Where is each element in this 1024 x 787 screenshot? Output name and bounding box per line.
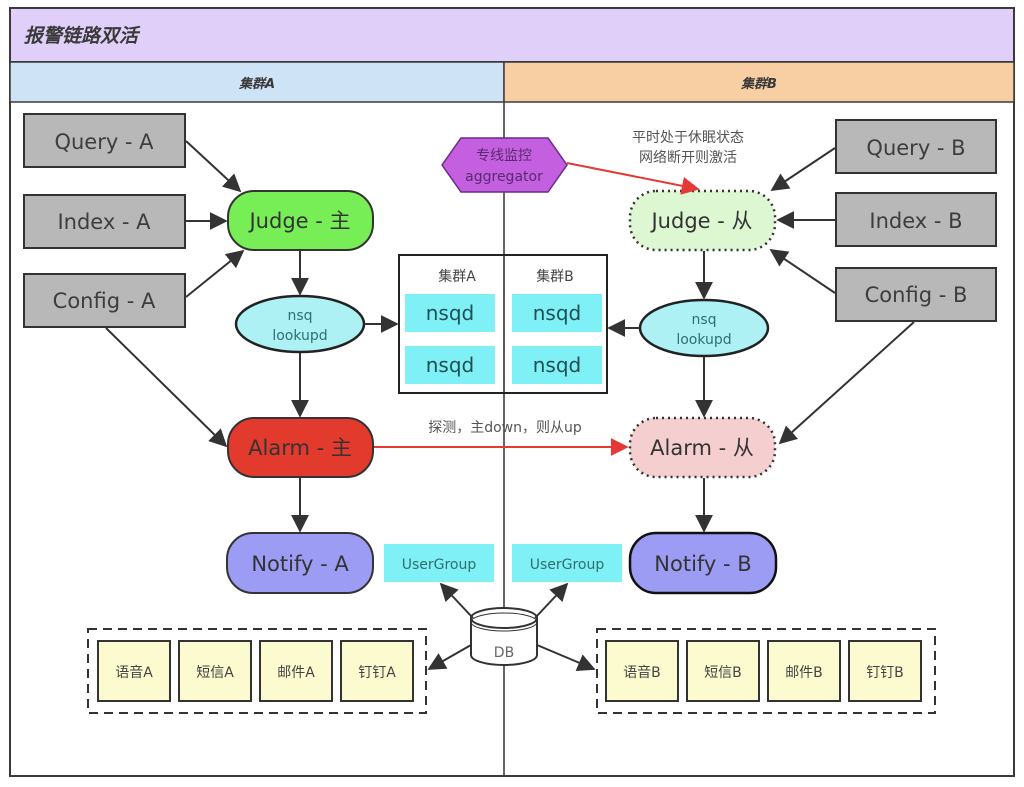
index-a-box[interactable] bbox=[23, 194, 186, 249]
channel-box-b-1[interactable] bbox=[686, 640, 760, 702]
lookupd-b-line1: nsq bbox=[691, 312, 716, 328]
channel-label-a-0: 语音A bbox=[115, 664, 153, 681]
arrow-query-a-judge bbox=[185, 140, 242, 193]
alarm-standby-node[interactable] bbox=[628, 416, 777, 479]
channel-box-a-0[interactable] bbox=[97, 640, 171, 702]
usergroup-a-label: UserGroup bbox=[402, 557, 477, 573]
aggregator-line2: aggregator bbox=[465, 169, 543, 185]
judge-main-label: Judge - 主 bbox=[247, 209, 350, 233]
arrow-db-usergroup-b bbox=[534, 582, 569, 619]
index-a-label: Index - A bbox=[57, 210, 151, 234]
alarm-standby-label: Alarm - 从 bbox=[650, 436, 754, 460]
channel-box-b-2[interactable] bbox=[767, 640, 841, 702]
lane-header-b bbox=[503, 61, 1015, 103]
nsqd-cluster-box: 集群A 集群B nsqd nsqd nsqd nsqd bbox=[398, 254, 608, 394]
judge-standby-label: Judge - 从 bbox=[649, 209, 752, 233]
channel-label-a-1: 短信A bbox=[196, 665, 234, 681]
nsqd-b-2-label: nsqd bbox=[533, 353, 582, 377]
index-b-box[interactable] bbox=[835, 192, 997, 247]
alarm-main-node[interactable] bbox=[227, 417, 374, 478]
nsqd-header-a: 集群A bbox=[438, 268, 476, 285]
nsqd-a-2[interactable] bbox=[405, 346, 495, 384]
diagram-title: 报警链路双活 bbox=[24, 25, 141, 47]
config-b-label: Config - B bbox=[865, 283, 968, 307]
nsqd-a-1[interactable] bbox=[405, 294, 495, 332]
channel-label-a-2: 邮件A bbox=[277, 665, 315, 681]
channel-box-a-3[interactable] bbox=[340, 640, 414, 702]
usergroup-b-label: UserGroup bbox=[530, 557, 605, 573]
arrow-config-b-judge bbox=[769, 248, 836, 294]
aggregator-node[interactable] bbox=[441, 137, 568, 193]
aggregator-line1: 专线监控 bbox=[476, 148, 532, 164]
usergroup-b[interactable] bbox=[512, 544, 622, 582]
alarm-main-label: Alarm - 主 bbox=[248, 436, 352, 460]
standby-note-line2: 网络断开则激活 bbox=[639, 149, 737, 166]
arrow-db-channels-b bbox=[536, 644, 596, 672]
connectors bbox=[105, 140, 915, 672]
db-label: DB bbox=[494, 645, 514, 661]
channel-label-b-1: 短信B bbox=[704, 665, 742, 681]
nsq-lookupd-b[interactable] bbox=[638, 298, 770, 358]
query-b-box[interactable] bbox=[835, 119, 997, 174]
title-bar bbox=[9, 7, 1015, 63]
channel-label-b-3: 钉钉B bbox=[866, 665, 904, 681]
arrow-config-a-alarm bbox=[105, 327, 228, 448]
config-a-box[interactable] bbox=[23, 273, 186, 328]
lookupd-a-line2: lookupd bbox=[272, 328, 327, 344]
arrow-config-b-alarm bbox=[778, 321, 915, 445]
query-a-box[interactable] bbox=[23, 113, 186, 168]
notify-a-label: Notify - A bbox=[251, 552, 349, 576]
failover-note: 探测，主down，则从up bbox=[428, 420, 582, 436]
channels-a-group bbox=[87, 628, 427, 714]
channels-b-group bbox=[596, 628, 936, 714]
arrow-config-a-judge bbox=[185, 249, 245, 298]
channel-label-b-0: 语音B bbox=[623, 664, 661, 681]
notify-b-label: Notify - B bbox=[654, 552, 751, 576]
channel-label-a-3: 钉钉A bbox=[358, 665, 396, 681]
cluster-b: Query - B Index - B Config - B Judge - 从… bbox=[512, 119, 997, 714]
config-b-box[interactable] bbox=[835, 267, 997, 322]
standby-note-line1: 平时处于休眠状态 bbox=[632, 130, 744, 146]
nsqd-b-1[interactable] bbox=[512, 294, 602, 332]
index-b-label: Index - B bbox=[869, 209, 962, 233]
nsqd-a-2-label: nsqd bbox=[426, 353, 475, 377]
arrow-db-usergroup-a bbox=[439, 582, 474, 619]
notify-a-node[interactable] bbox=[226, 532, 374, 594]
nsq-lookupd-a[interactable] bbox=[234, 294, 366, 354]
lookupd-a-line1: nsq bbox=[287, 308, 312, 324]
lane-label-b: 集群B bbox=[740, 76, 777, 92]
arrow-query-b-judge bbox=[770, 147, 836, 191]
query-a-label: Query - A bbox=[54, 130, 154, 154]
nsqd-b-2[interactable] bbox=[512, 346, 602, 384]
arrow-aggregator-judge-b bbox=[566, 162, 700, 195]
judge-standby-node[interactable] bbox=[628, 189, 777, 252]
channel-box-b-0[interactable] bbox=[605, 640, 679, 702]
arrow-db-channels-a bbox=[427, 644, 472, 670]
channel-box-a-1[interactable] bbox=[178, 640, 252, 702]
nsqd-header-b: 集群B bbox=[536, 268, 574, 285]
judge-main-node[interactable] bbox=[227, 190, 374, 251]
channel-box-a-2[interactable] bbox=[259, 640, 333, 702]
cluster-a: Query - A Index - A Config - A Judge - 主… bbox=[23, 113, 494, 714]
usergroup-a[interactable] bbox=[384, 544, 494, 582]
lane-header-a bbox=[9, 61, 505, 103]
lane-label-a: 集群A bbox=[238, 76, 275, 92]
db-node[interactable]: DB bbox=[470, 607, 538, 666]
nsqd-a-1-label: nsqd bbox=[426, 301, 475, 325]
channel-label-b-2: 邮件B bbox=[785, 665, 823, 681]
channel-box-b-3[interactable] bbox=[848, 640, 922, 702]
notify-b-node[interactable] bbox=[628, 531, 778, 595]
query-b-label: Query - B bbox=[866, 136, 965, 160]
lookupd-b-line2: lookupd bbox=[676, 332, 731, 348]
config-a-label: Config - A bbox=[53, 289, 156, 313]
nsqd-b-1-label: nsqd bbox=[533, 301, 582, 325]
